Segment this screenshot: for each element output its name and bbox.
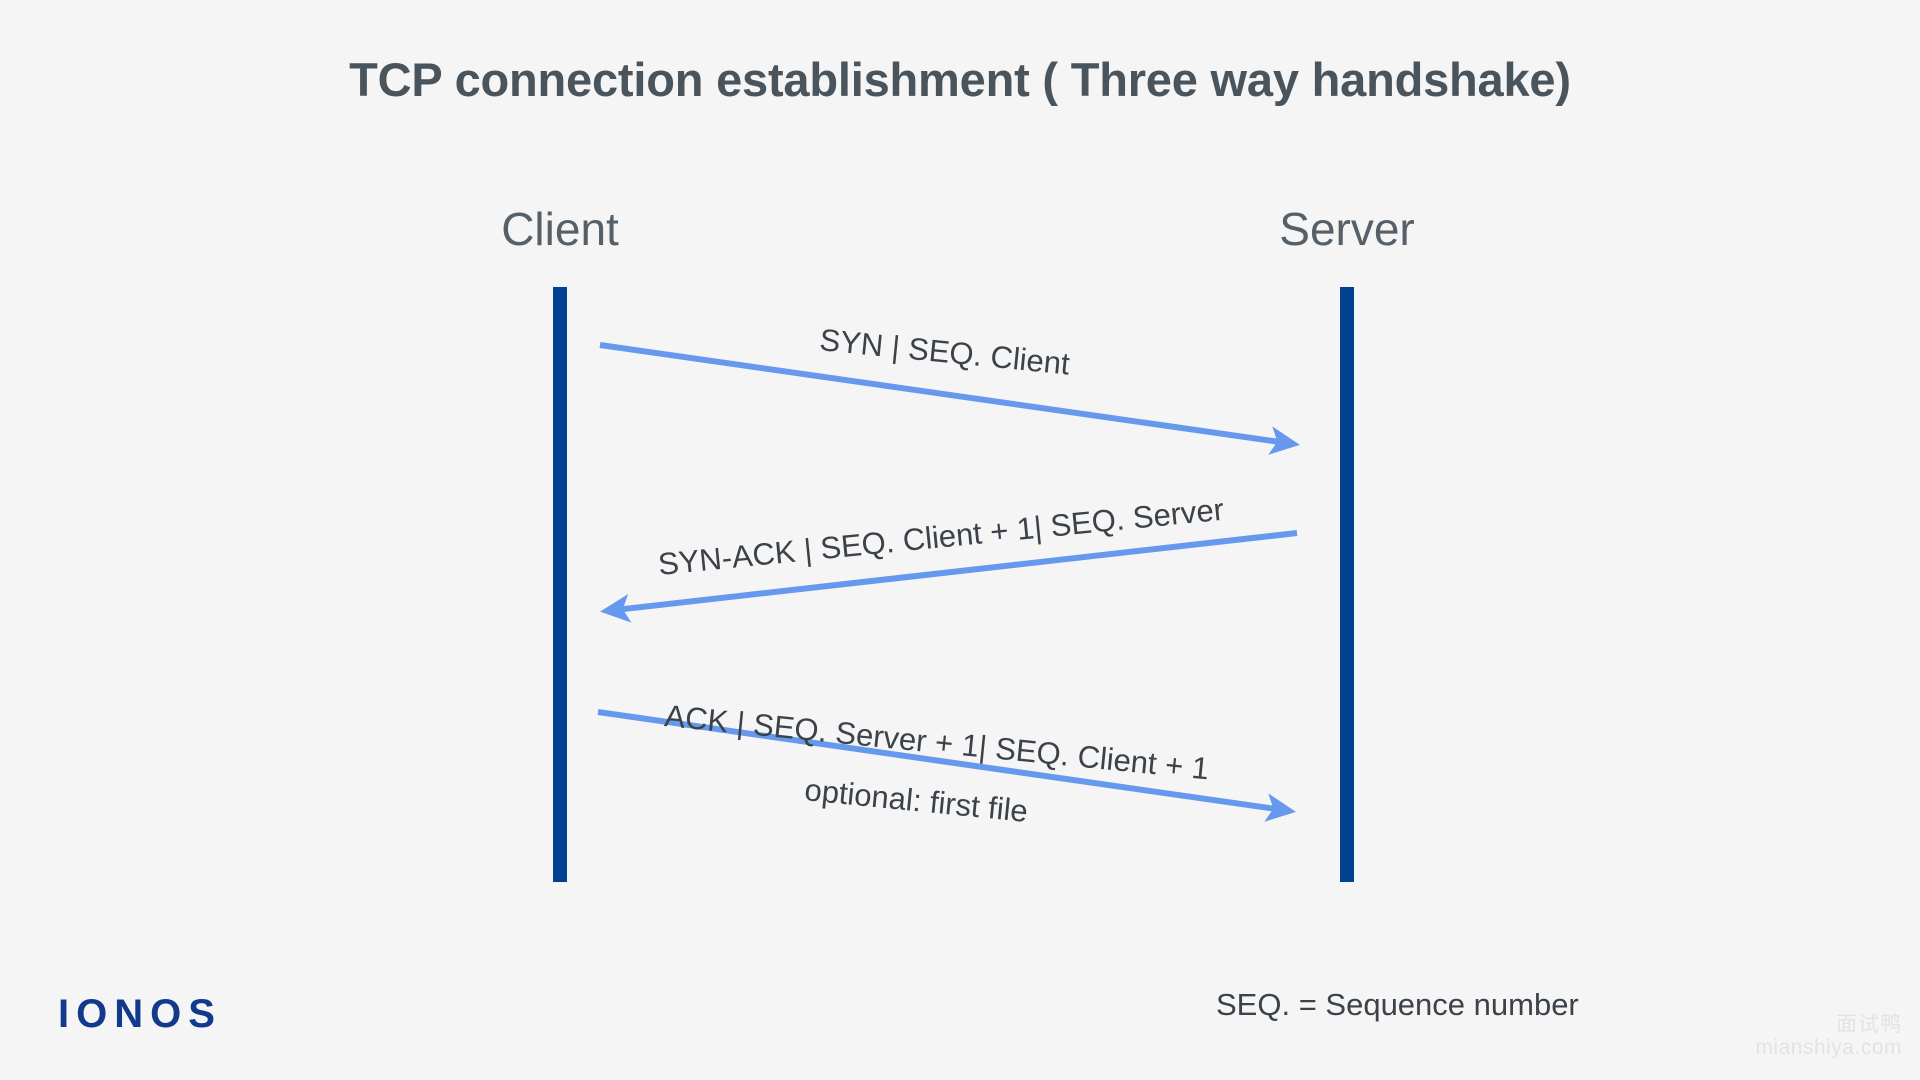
watermark-url: mianshiya.com	[1755, 1035, 1902, 1059]
watermark-brand: 面试鸭	[1836, 1013, 1902, 1036]
lifeline-server	[1340, 287, 1354, 882]
message-label-syn-ack: SYN-ACK | SEQ. Client + 1| SEQ. Server	[656, 491, 1226, 583]
message-label-ack-optional: optional: first file	[803, 772, 1030, 829]
lifeline-client	[553, 287, 567, 882]
message-label-syn: SYN | SEQ. Client	[818, 322, 1072, 382]
actor-label-client: Client	[501, 203, 619, 255]
ionos-logo: IONOS	[58, 992, 222, 1036]
watermark: 面试鸭 mianshiya.com	[1755, 1013, 1902, 1059]
message-label-ack: ACK | SEQ. Server + 1| SEQ. Client + 1	[663, 698, 1211, 787]
actor-label-server: Server	[1279, 203, 1415, 255]
page-title: TCP connection establishment ( Three way…	[349, 53, 1571, 106]
legend-seq-definition: SEQ. = Sequence number	[1216, 987, 1579, 1022]
